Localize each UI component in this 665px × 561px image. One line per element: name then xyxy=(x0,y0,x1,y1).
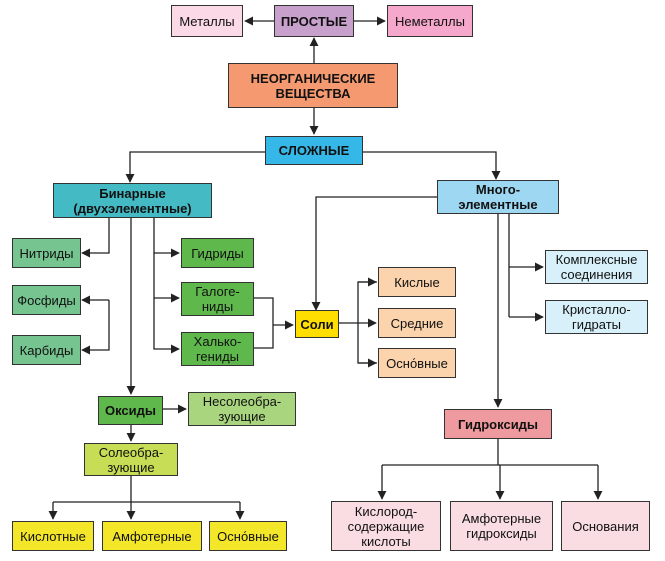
node-acidic-oxides: Кислотные xyxy=(12,521,94,551)
node-complex: СЛОЖНЫЕ xyxy=(265,136,363,165)
node-chalcogenides: Халько- гениды xyxy=(181,332,254,366)
node-nonmetals: Неметаллы xyxy=(387,5,473,37)
arrow-binary-to-hydrides xyxy=(153,218,180,258)
arrow-complex-to-multi xyxy=(363,151,501,180)
node-simple: ПРОСТЫЕ xyxy=(274,5,354,37)
node-salt-forming: Солеобра- зующие xyxy=(84,443,178,476)
arrow-binary-to-halides xyxy=(153,253,180,303)
node-inorganic-substances: НЕОРГАНИЧЕСКИЕ ВЕЩЕСТВА xyxy=(228,63,398,108)
node-hydrides: Гидриды xyxy=(181,238,254,268)
node-crystal-hydrates: Кристалло- гидраты xyxy=(545,300,648,334)
node-amphoteric-hydroxides: Амфотерные гидроксиды xyxy=(450,501,553,551)
node-amphoteric-oxides: Амфотерные xyxy=(102,521,202,551)
node-non-salt-forming: Несолеобра- зующие xyxy=(188,392,296,426)
node-basic-salts: Осно́вные xyxy=(378,348,456,378)
arrow-binary-to-carbides xyxy=(81,300,110,355)
arrow-complex-to-binary xyxy=(125,151,265,183)
node-bases: Основания xyxy=(561,501,650,551)
node-carbides: Карбиды xyxy=(12,335,81,365)
node-hydroxides: Гидроксиды xyxy=(444,409,552,439)
arrow-multi-to-salts xyxy=(311,196,437,311)
node-multi-element: Много- элементные xyxy=(437,180,559,214)
node-metals: Металлы xyxy=(171,5,243,37)
node-normal-salts: Средние xyxy=(378,308,456,338)
node-nitrides: Нитриды xyxy=(12,238,81,268)
node-halides: Галоге- ниды xyxy=(181,282,254,316)
node-binary: Бинарные (двухэлементные) xyxy=(53,183,212,218)
arrow-binary-to-nitrides xyxy=(81,218,110,258)
node-phosphides: Фосфиды xyxy=(12,285,81,315)
node-acidic-salts: Кислые xyxy=(378,267,456,297)
node-salts: Соли xyxy=(295,310,339,338)
node-basic-oxides: Осно́вные xyxy=(209,521,287,551)
node-oxygen-containing-acids: Кислород- содержащие кислоты xyxy=(331,501,441,551)
node-oxides: Оксиды xyxy=(98,396,163,425)
arrow-binary-to-chalcogenides xyxy=(153,298,180,354)
node-complex-compounds: Комплексные соединения xyxy=(545,250,648,284)
connector-halides-to-salts xyxy=(254,297,274,349)
